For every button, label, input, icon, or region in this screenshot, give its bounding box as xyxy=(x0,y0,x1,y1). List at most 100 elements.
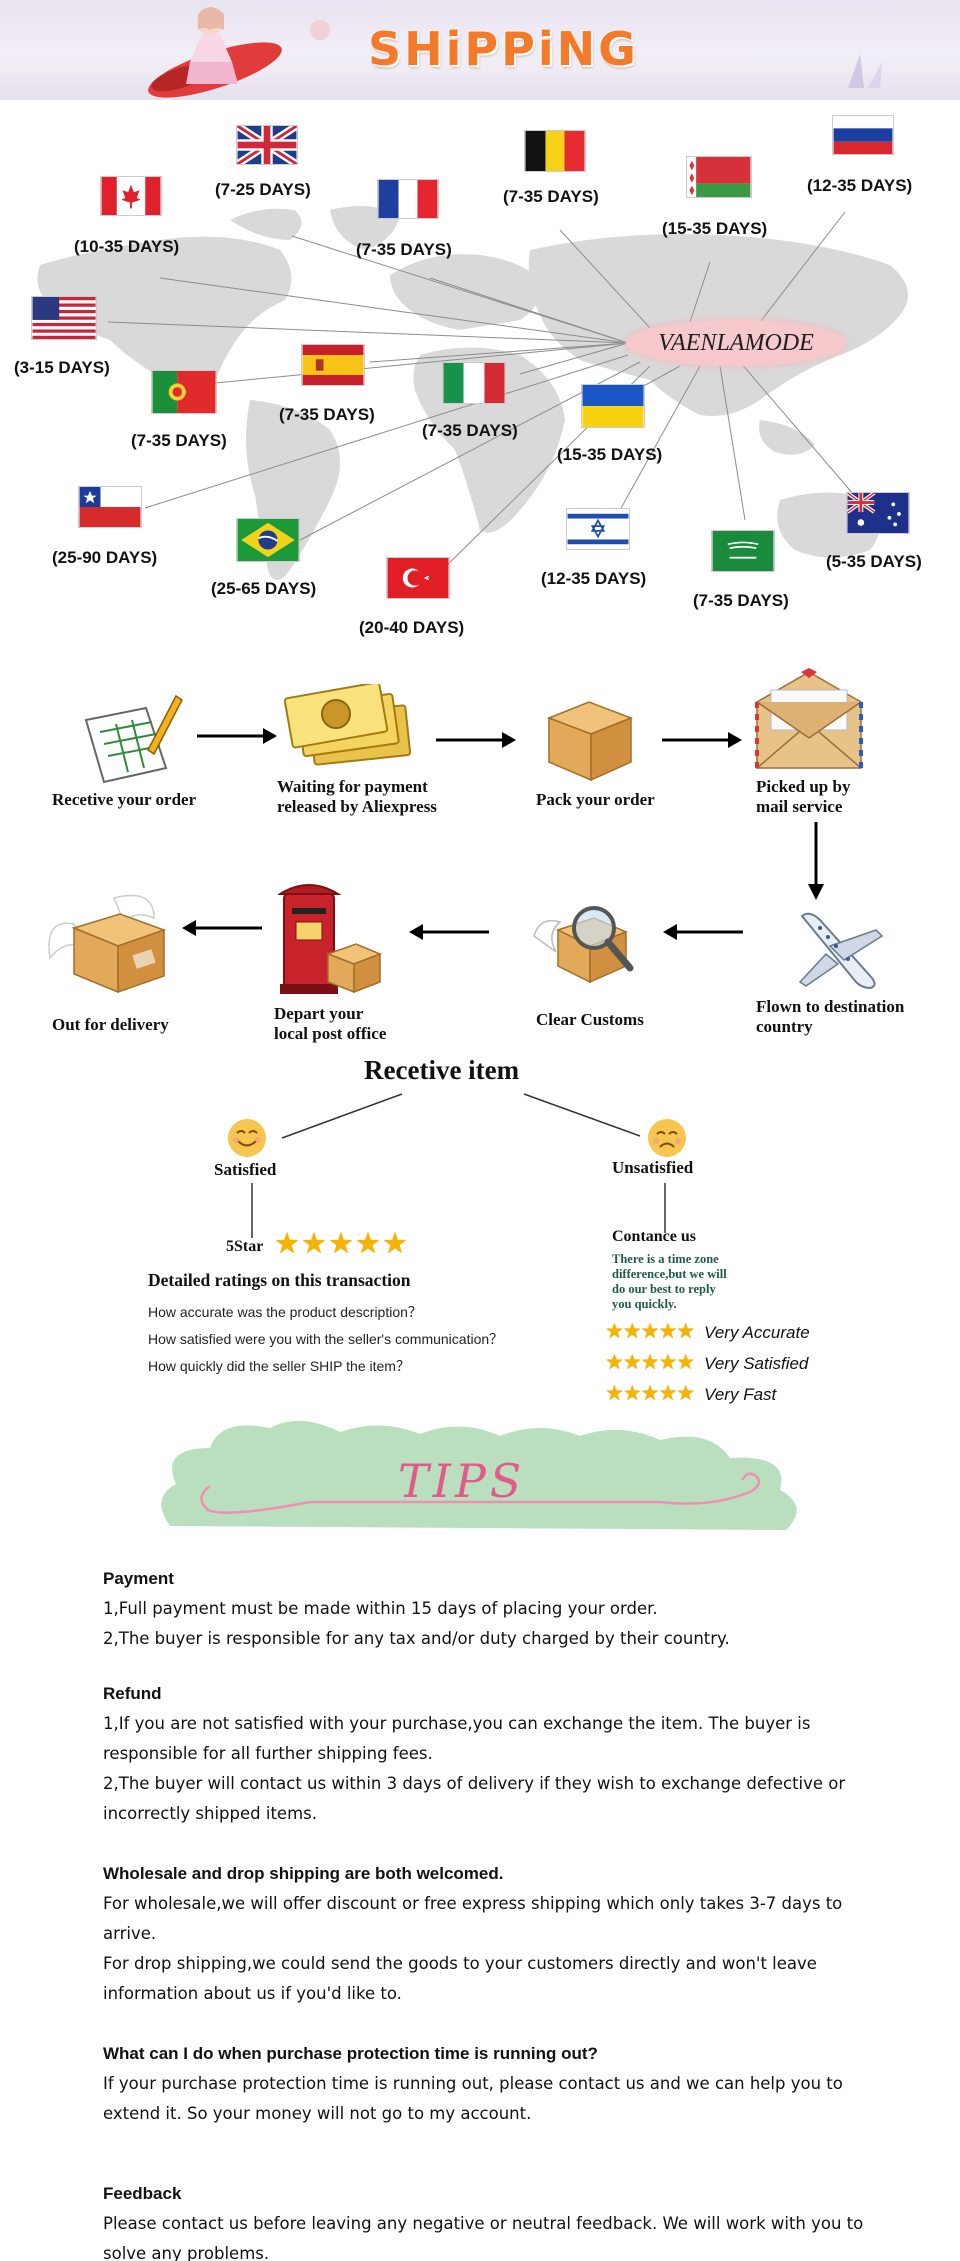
contact-note-line4: you quickly. xyxy=(612,1297,677,1311)
usa-shipping-days: (3-15 DAYS) xyxy=(14,358,110,377)
saudi-arabia-shipping-days: (7-35 DAYS) xyxy=(693,591,789,610)
money-icon xyxy=(284,684,412,766)
sad-face-icon xyxy=(648,1119,686,1157)
satisfied-branch-line xyxy=(251,1183,253,1238)
step-picked-up: Picked up by xyxy=(756,777,851,796)
italy-shipping-days: (7-35 DAYS) xyxy=(422,421,518,440)
arrow-right-icon xyxy=(436,732,516,748)
package-box-icon xyxy=(546,701,634,782)
usa-flag-icon xyxy=(31,296,97,340)
post-box-icon xyxy=(278,884,382,994)
portugal-shipping-days: (7-35 DAYS) xyxy=(131,431,227,450)
rating-row-fast: ★★★★★Very Fast xyxy=(605,1382,777,1405)
brazil-flag-icon xyxy=(236,518,300,562)
rating-row-satisfied: ★★★★★Very Satisfied xyxy=(605,1351,809,1374)
refund-line-1: 1,If you are not satisfied with your pur… xyxy=(103,1714,811,1763)
portugal-flag-icon xyxy=(151,370,217,414)
receive-item-title: Recetive item xyxy=(364,1055,520,1085)
airplane-icon xyxy=(798,912,884,990)
step-waiting-payment: Waiting for payment xyxy=(277,777,428,796)
step-picked-up-line2: mail service xyxy=(756,797,843,816)
shop-policies: Payment 1,Full payment must be made with… xyxy=(103,1564,883,2261)
contact-note-line1: There is a time zone xyxy=(612,1252,719,1266)
step-flown-destination: Flown to destination xyxy=(756,997,905,1016)
step-pack-order: Pack your order xyxy=(536,790,655,809)
russia-flag-icon xyxy=(832,115,894,155)
shipping-banner: SHiPPiNG xyxy=(0,0,960,100)
brazil-shipping-days: (25-65 DAYS) xyxy=(211,579,317,598)
wholesale-line-2: For drop shipping,we could send the good… xyxy=(103,1954,817,2003)
smile-icon xyxy=(228,1119,266,1157)
france-flag-icon xyxy=(377,179,439,219)
wholesale-heading: Wholesale and drop shipping are both wel… xyxy=(103,1864,504,1883)
spain-shipping-days: (7-35 DAYS) xyxy=(279,405,375,424)
uk-flag-icon xyxy=(236,125,298,165)
russia-shipping-days: (12-35 DAYS) xyxy=(807,176,913,195)
contact-note-line2: difference,but we will xyxy=(612,1267,727,1281)
rating-question-accuracy: How accurate was the product description… xyxy=(148,1304,422,1320)
spain-flag-icon xyxy=(301,344,365,386)
arrow-left-icon xyxy=(409,924,489,940)
contact-note-line3: do our best to reply xyxy=(612,1282,716,1296)
order-form-icon xyxy=(84,694,183,784)
protection-heading: What can I do when purchase protection t… xyxy=(103,2044,598,2063)
step-out-for-delivery: Out for delivery xyxy=(52,1015,169,1034)
feedback-line-1: Please contact us before leaving any neg… xyxy=(103,2214,864,2261)
payment-heading: Payment xyxy=(103,1569,174,1588)
arrow-down-icon xyxy=(808,822,824,900)
step-depart-post-office: Depart your xyxy=(274,1004,364,1023)
wholesale-section: Wholesale and drop shipping are both wel… xyxy=(103,1859,883,2009)
step-flown-destination-line2: country xyxy=(756,1017,813,1036)
shipping-time-map: VAENLAMODE (7-25 DAYS) (10-35 DAYS) (7-3… xyxy=(0,100,960,660)
banner-title: SHiPPiNG xyxy=(368,22,639,76)
sparkle-decoration xyxy=(848,54,882,88)
uk-shipping-days: (7-25 DAYS) xyxy=(215,180,311,199)
arrow-right-icon xyxy=(197,728,277,744)
payment-section: Payment 1,Full payment must be made with… xyxy=(103,1564,883,1654)
belgium-flag-icon xyxy=(524,130,586,172)
store-hub-label: VAENLAMODE xyxy=(626,320,846,366)
payment-line-1: 1,Full payment must be made within 15 da… xyxy=(103,1599,658,1618)
israel-shipping-days: (12-35 DAYS) xyxy=(541,569,647,588)
feedback-policy-section: Feedback Please contact us before leavin… xyxy=(103,2179,883,2261)
feedback-heading: Feedback xyxy=(103,2184,182,2203)
france-shipping-days: (7-35 DAYS) xyxy=(356,240,452,259)
step-waiting-payment-line2: released by Aliexpress xyxy=(277,797,437,816)
refund-section: Refund 1,If you are not satisfied with y… xyxy=(103,1679,883,1829)
step-depart-post-office-line2: local post office xyxy=(274,1024,387,1043)
australia-flag-icon xyxy=(846,492,910,534)
rating-question-shipping: How quickly did the seller SHIP the item… xyxy=(148,1358,410,1374)
israel-flag-icon xyxy=(566,508,630,550)
belarus-flag-icon xyxy=(686,156,752,198)
refund-heading: Refund xyxy=(103,1684,162,1703)
ukraine-shipping-days: (15-35 DAYS) xyxy=(557,445,663,464)
step-clear-customs: Clear Customs xyxy=(536,1010,644,1029)
unsatisfied-label: Unsatisfied xyxy=(612,1158,694,1177)
detailed-ratings-title: Detailed ratings on this transaction xyxy=(148,1270,411,1290)
arrow-left-icon xyxy=(182,920,262,936)
chile-flag-icon xyxy=(78,486,142,528)
australia-shipping-days: (5-35 DAYS) xyxy=(826,552,922,571)
winged-package-icon xyxy=(48,894,167,994)
five-star-rating: ★★★★★ xyxy=(274,1228,409,1260)
italy-flag-icon xyxy=(442,362,506,404)
rating-row-accurate: ★★★★★Very Accurate xyxy=(605,1320,810,1343)
canada-shipping-days: (10-35 DAYS) xyxy=(74,237,180,256)
payment-line-2: 2,The buyer is responsible for any tax a… xyxy=(103,1629,730,1648)
arrow-left-icon xyxy=(663,924,743,940)
canada-flag-icon xyxy=(100,176,162,216)
feedback-branch-lines xyxy=(281,1093,641,1139)
protection-line-1: If your purchase protection time is runn… xyxy=(103,2074,843,2123)
unsatisfied-branch-line xyxy=(664,1183,666,1233)
banner-illustration xyxy=(148,7,330,98)
saudi-arabia-flag-icon xyxy=(711,530,775,572)
belarus-shipping-days: (15-35 DAYS) xyxy=(662,219,768,238)
arrow-right-icon xyxy=(662,732,742,748)
satisfied-label: Satisfied xyxy=(214,1160,277,1179)
envelope-icon xyxy=(755,668,863,769)
chile-shipping-days: (25-90 DAYS) xyxy=(52,548,158,567)
contact-us-label[interactable]: Contance us xyxy=(612,1228,697,1245)
belgium-shipping-days: (7-35 DAYS) xyxy=(503,187,599,206)
tips-title: TIPS xyxy=(398,1454,526,1508)
